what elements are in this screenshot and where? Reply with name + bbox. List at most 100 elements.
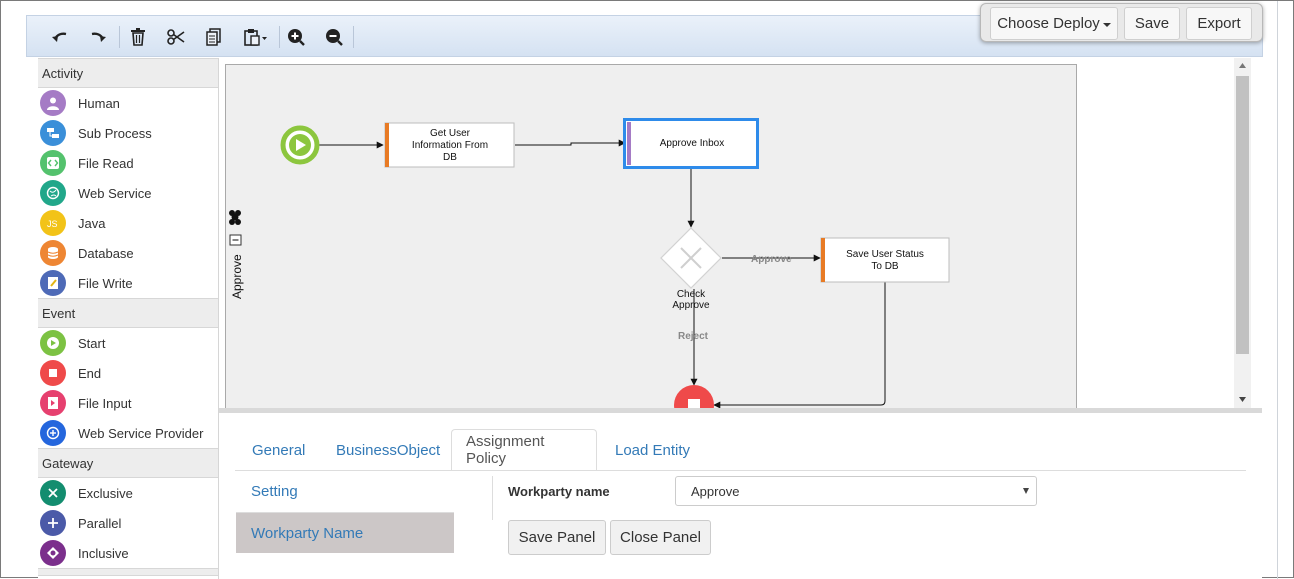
paste-button[interactable] xyxy=(241,24,271,50)
canvas-vertical-scrollbar[interactable] xyxy=(1234,58,1251,408)
users-icon xyxy=(229,210,241,225)
palette-item-parallel[interactable]: Parallel xyxy=(38,508,218,538)
save-button[interactable]: Save xyxy=(1124,7,1180,40)
palette-item-file-read[interactable]: File Read xyxy=(38,148,218,178)
select-arrow-icon xyxy=(1023,488,1029,494)
palette-item-java[interactable]: JS Java xyxy=(38,208,218,238)
tab-business-object[interactable]: BusinessObject xyxy=(336,441,441,459)
palette-item-label: File Read xyxy=(78,155,134,171)
delete-button[interactable] xyxy=(125,24,151,50)
zoom-in-button[interactable] xyxy=(283,24,309,50)
task-label-line: DB xyxy=(443,152,457,163)
export-button[interactable]: Export xyxy=(1186,7,1252,40)
palette-item-label: Start xyxy=(78,335,106,351)
stop-icon xyxy=(40,360,66,386)
redo-button[interactable] xyxy=(85,24,111,50)
properties-panel: General BusinessObject Assignment Policy… xyxy=(219,413,1262,579)
edge-approve-label: Approve xyxy=(751,254,792,265)
copy-button[interactable] xyxy=(201,24,227,50)
undo-button[interactable] xyxy=(47,24,73,50)
toolbar-separator xyxy=(119,26,120,48)
inclusive-gateway-icon xyxy=(40,540,66,566)
code-icon xyxy=(40,150,66,176)
stop-icon xyxy=(688,399,700,408)
globe-icon xyxy=(40,180,66,206)
close-panel-button[interactable]: Close Panel xyxy=(610,520,711,555)
tab-general[interactable]: General xyxy=(252,441,306,459)
start-event[interactable] xyxy=(280,125,320,165)
scroll-down-icon[interactable] xyxy=(1239,397,1246,402)
edge-get-user-to-approve-inbox[interactable] xyxy=(515,139,626,147)
file-input-icon xyxy=(40,390,66,416)
toolbar-separator xyxy=(353,26,354,48)
task-get-user-information[interactable]: Get User Information From DB xyxy=(384,122,515,168)
palette-item-label: Java xyxy=(78,215,106,231)
choose-deploy-button[interactable]: Choose Deploy xyxy=(990,7,1118,40)
gateway-check-approve[interactable]: Check Approve xyxy=(660,227,722,311)
file-write-icon xyxy=(40,270,66,296)
web-provider-icon xyxy=(40,420,66,446)
lane-header[interactable]: Approve xyxy=(229,210,244,299)
gateway-label-line: Approve xyxy=(672,300,710,311)
task-approve-inbox[interactable]: Approve Inbox xyxy=(623,118,759,169)
zoom-in-icon xyxy=(288,29,305,46)
zoom-out-button[interactable] xyxy=(321,24,347,50)
end-event[interactable] xyxy=(674,385,714,408)
palette-item-sub-process[interactable]: Sub Process xyxy=(38,118,218,148)
diagram-canvas[interactable]: Approve Approve Reject Get User I xyxy=(225,64,1077,408)
lane-label: Approve xyxy=(230,254,244,299)
palette-item-human[interactable]: Human xyxy=(38,88,218,118)
palette-item-file-write[interactable]: File Write xyxy=(38,268,218,298)
palette-item-web-service[interactable]: Web Service xyxy=(38,178,218,208)
palette-item-inclusive[interactable]: Inclusive xyxy=(38,538,218,568)
scrollbar-thumb[interactable] xyxy=(1236,76,1249,354)
workparty-name-label: Workparty name xyxy=(508,484,610,499)
side-item-setting[interactable]: Setting xyxy=(251,482,298,500)
collapse-lane-icon[interactable] xyxy=(229,234,242,246)
palette-item-end[interactable]: End xyxy=(38,358,218,388)
side-menu-divider xyxy=(236,512,454,513)
tab-assignment-policy[interactable]: Assignment Policy xyxy=(451,429,597,471)
copy-icon xyxy=(206,28,221,46)
palette-item-database[interactable]: Database xyxy=(38,238,218,268)
gateway-label-line: Check xyxy=(677,289,706,300)
task-label-line: Get User xyxy=(430,128,471,139)
palette-item-label: Exclusive xyxy=(78,485,133,501)
palette-item-label: Inclusive xyxy=(78,545,129,561)
side-item-workparty-name[interactable]: Workparty Name xyxy=(236,513,454,553)
tab-load-entity[interactable]: Load Entity xyxy=(615,441,691,459)
palette-item-exclusive[interactable]: Exclusive xyxy=(38,478,218,508)
task-label: Approve Inbox xyxy=(660,138,725,149)
scroll-up-icon[interactable] xyxy=(1239,63,1246,68)
exclusive-gateway-icon xyxy=(40,480,66,506)
database-icon xyxy=(40,240,66,266)
edge-reject-label: Reject xyxy=(678,331,709,342)
cut-icon xyxy=(167,29,185,45)
frame-edge xyxy=(1277,1,1278,579)
play-icon xyxy=(40,330,66,356)
palette-section-gateway: Gateway xyxy=(38,448,218,478)
edge-save-status-to-end[interactable] xyxy=(713,282,886,408)
diagram-viewport: Approve Approve Reject Get User I xyxy=(221,58,1251,408)
palette-section-next xyxy=(38,568,218,576)
workparty-name-select[interactable]: Approve xyxy=(675,476,1037,506)
redo-icon xyxy=(91,32,106,42)
caret-down-icon xyxy=(1102,22,1111,27)
process-diagram: Approve Approve Reject Get User I xyxy=(229,118,950,408)
panel-splitter[interactable] xyxy=(219,408,1262,413)
palette-section-event: Event xyxy=(38,298,218,328)
svg-text:JS: JS xyxy=(47,219,58,229)
cut-button[interactable] xyxy=(163,24,189,50)
parallel-gateway-icon xyxy=(40,510,66,536)
palette-item-label: Parallel xyxy=(78,515,122,531)
task-label-line: Information From xyxy=(412,140,488,151)
save-panel-button[interactable]: Save Panel xyxy=(508,520,606,555)
action-button-group: Choose Deploy Save Export xyxy=(980,3,1263,42)
task-save-user-status[interactable]: Save User Status To DB xyxy=(820,237,950,283)
palette-item-web-service-provider[interactable]: Web Service Provider xyxy=(38,418,218,448)
palette-item-start[interactable]: Start xyxy=(38,328,218,358)
palette-item-label: Web Service xyxy=(78,185,152,201)
palette-item-label: Database xyxy=(78,245,134,261)
palette-item-label: File Write xyxy=(78,275,133,291)
palette-item-file-input[interactable]: File Input xyxy=(38,388,218,418)
